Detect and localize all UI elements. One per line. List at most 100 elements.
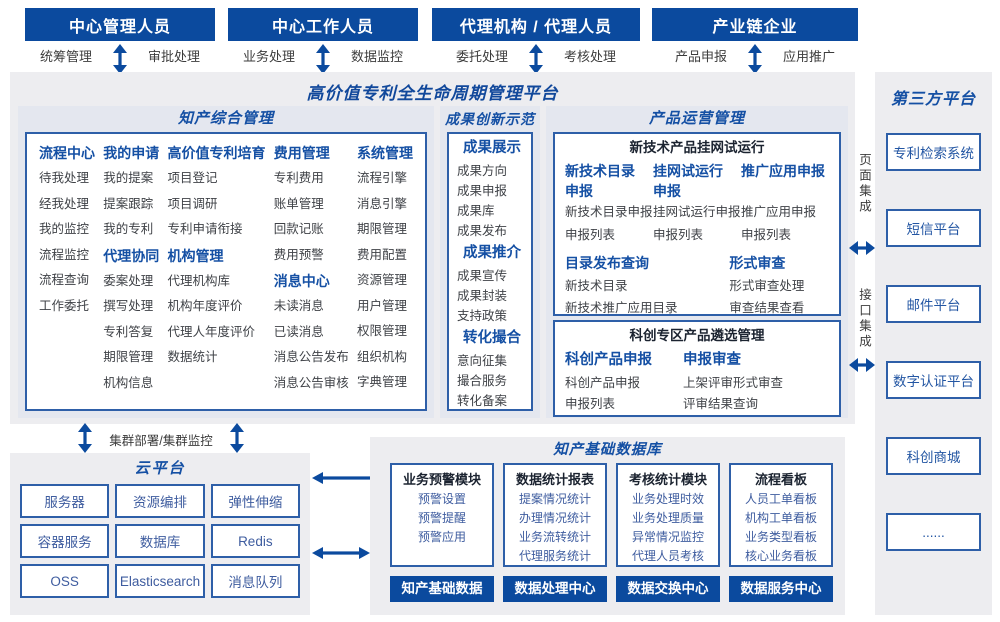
menu-item: 未读消息 xyxy=(273,299,324,313)
menu-item: 消息队列 xyxy=(210,564,300,598)
menu-item: 流程监控 xyxy=(39,247,90,262)
trial-column-new-tech-catalog: 新技术目录 申报 新技术目录申报申报列表 xyxy=(565,161,653,247)
ip-column-patent-cultivation: 高价值专利培育项目登记项目调研专利申请衔接机构管理代理机构库机构年度评价代理人年… xyxy=(167,140,265,409)
menu-item: 代理人年度评价 xyxy=(167,324,255,339)
menu-item: 新技术目录申报 xyxy=(565,205,653,219)
menu-item: 流程引擎 xyxy=(356,171,407,185)
achievement-box: 成果展示成果方向成果申报成果库成果发布成果推介成果宣传成果封装支持政策转化撮合意… xyxy=(447,132,533,411)
sections-row: 知产综合管理 流程中心待我处理经我处理我的监控流程监控流程查询工作委托 我的申请… xyxy=(18,106,848,418)
vertical-double-arrow-icon xyxy=(316,44,330,74)
menu-item: 成果封装 xyxy=(457,289,508,303)
group-header: 考核统计模块 xyxy=(628,472,707,487)
group-header: 科创产品申报 xyxy=(565,352,652,368)
menu-item: 代理服务统计 xyxy=(518,549,591,563)
menu-item: 科创产品申报 xyxy=(565,376,641,390)
menu-item: Elasticsearch xyxy=(115,564,205,598)
knowledge-base-row: 业务预警模块 预警设置预警提醒预警应用 知产基础数据 数据统计报表 提案情况统计… xyxy=(370,461,845,602)
trial-run-columns: 新技术目录 申报 新技术目录申报申报列表 挂网试运行 申报 挂网试运行申报申报列… xyxy=(555,159,839,247)
menu-item: 评审结果查询 xyxy=(682,397,758,411)
group-items: 推广应用申报申报列表 xyxy=(741,201,829,247)
menu-item: 消息公告审核 xyxy=(273,375,349,390)
vertical-double-arrow-icon xyxy=(230,423,244,453)
menu-item: 已读消息 xyxy=(273,324,324,339)
platform-title: 高价值专利全生命周期管理平台 xyxy=(306,84,559,103)
menu-item: 成果宣传 xyxy=(457,269,508,283)
kb-module-assessment: 考核统计模块 业务处理时效业务处理质量异常情况监控代理人员考核 数据交换中心 xyxy=(616,463,720,602)
third-party-list: 专利检索系统短信平台邮件平台数字认证平台科创商城...... xyxy=(875,111,992,551)
menu-item: 申报列表 xyxy=(565,397,616,411)
section-ip-management: 知产综合管理 流程中心待我处理经我处理我的监控流程监控流程查询工作委托 我的申请… xyxy=(18,106,434,418)
vertical-double-arrow-icon xyxy=(78,423,92,453)
menu-item: 数据库 xyxy=(115,524,205,558)
menu-item: 提案情况统计 xyxy=(518,492,591,506)
menu-item: 申报列表 xyxy=(565,228,616,242)
menu-item: 费用预警 xyxy=(273,247,324,262)
menu-item: Redis xyxy=(210,524,300,558)
kb-box: 考核统计模块 业务处理时效业务处理质量异常情况监控代理人员考核 xyxy=(616,463,720,567)
trial-run-title: 新技术产品挂网试运行 xyxy=(629,140,765,155)
menu-item: 资源编排 xyxy=(115,484,205,518)
menu-item: 代理机构库 xyxy=(167,273,230,288)
menu-item: 机构信息 xyxy=(103,375,154,390)
menu-item: 经我处理 xyxy=(39,196,90,211)
menu-item: 撰写处理 xyxy=(103,299,154,313)
ip-column-process-center: 流程中心待我处理经我处理我的监控流程监控流程查询工作委托 xyxy=(39,140,95,409)
menu-item: 成果库 xyxy=(457,204,495,218)
ip-column-system-management: 系统管理流程引擎消息引擎期限管理费用配置资源管理用户管理权限管理组织机构字典管理 xyxy=(357,140,413,409)
kb-module-warning: 业务预警模块 预警设置预警提醒预警应用 知产基础数据 xyxy=(390,463,494,602)
knowledge-base-title: 知产基础数据库 xyxy=(553,442,662,458)
menu-item: 期限管理 xyxy=(356,222,407,236)
menu-item: 转化备案 xyxy=(457,394,508,408)
horizontal-double-arrow-icon xyxy=(312,547,370,559)
kb-module-kanban: 流程看板 人员工单看板机构工单看板业务类型看板核心业务看板 数据服务中心 xyxy=(729,463,833,602)
formal-review-group: 形式审查 形式审查处理审查结果查看 xyxy=(729,251,829,363)
knowledge-base: 知产基础数据库 业务预警模块 预警设置预警提醒预警应用 知产基础数据 数据统计报… xyxy=(370,437,845,615)
group-items: 提案情况统计办理情况统计业务流转统计代理服务统计 xyxy=(505,490,605,566)
third-party-title: 第三方平台 xyxy=(890,91,976,108)
cluster-label: 集群部署/集群监控 xyxy=(109,434,213,448)
selection-title: 科创专区产品遴选管理 xyxy=(629,328,765,343)
role-labels-4: 产品申报 应用推广 xyxy=(652,47,858,64)
menu-item: 弹性伸缩 xyxy=(210,484,300,518)
horizontal-double-arrow-icon xyxy=(849,241,875,255)
group-items: 新技术目录申报申报列表 xyxy=(565,201,653,247)
group-items: 形式审查处理审查结果查看 xyxy=(729,275,829,319)
group-header: 挂网试运行 申报 xyxy=(653,163,723,199)
menu-item: 业务类型看板 xyxy=(744,530,817,544)
kb-box: 业务预警模块 预警设置预警提醒预警应用 xyxy=(390,463,494,567)
menu-item: 业务处理质量 xyxy=(631,511,704,525)
section-achievement: 成果创新示范 成果展示成果方向成果申报成果库成果发布成果推介成果宣传成果封装支持… xyxy=(440,106,540,418)
trial-column-online-trial: 挂网试运行 申报 挂网试运行申报申报列表 xyxy=(653,161,741,247)
menu-item: 数据统计 xyxy=(167,350,218,364)
role-label: 委托处理 xyxy=(455,48,508,64)
role-label: 产品申报 xyxy=(674,48,727,64)
menu-item: 预警提醒 xyxy=(417,511,466,525)
group-header: 转化撮合 xyxy=(463,330,521,346)
kb-footer-basic-data: 知产基础数据 xyxy=(390,576,494,602)
group-items: 挂网试运行申报申报列表 xyxy=(653,201,741,247)
role-bar-center-manager: 中心管理人员 xyxy=(25,8,215,41)
menu-item: 邮件平台 xyxy=(886,285,981,323)
group-header: 成果推介 xyxy=(463,245,521,261)
group-header: 成果展示 xyxy=(463,140,521,156)
role-label: 考核处理 xyxy=(564,48,617,64)
trial-run-box: 新技术产品挂网试运行 新技术目录 申报 新技术目录申报申报列表 挂网试运行 申报… xyxy=(553,132,841,359)
section-title: 成果创新示范 xyxy=(445,111,535,127)
group-items: 科创产品申报申报列表 xyxy=(565,373,683,415)
menu-item: 新技术目录 xyxy=(565,279,628,293)
menu-item: 专利答复 xyxy=(103,324,154,339)
menu-item: 我的提案 xyxy=(103,171,154,185)
left-arrow-icon xyxy=(312,472,373,484)
menu-item: 工作委托 xyxy=(39,298,90,313)
group-header: 消息中心 xyxy=(273,273,330,289)
section-title: 知产综合管理 xyxy=(177,110,274,127)
group-header: 新技术目录 申报 xyxy=(565,163,635,199)
ip-management-box: 流程中心待我处理经我处理我的监控流程监控流程查询工作委托 我的申请我的提案提案跟… xyxy=(25,132,427,411)
group-items: 预警设置预警提醒预警应用 xyxy=(392,490,492,547)
section-title: 产品运营管理 xyxy=(648,110,745,127)
platform-container: 高价值专利全生命周期管理平台 知产综合管理 流程中心待我处理经我处理我的监控流程… xyxy=(10,72,855,424)
menu-item: OSS xyxy=(20,564,110,598)
group-header: 机构管理 xyxy=(167,247,224,264)
menu-item: 我的专利 xyxy=(103,222,154,236)
group-items: 业务处理时效业务处理质量异常情况监控代理人员考核 xyxy=(618,490,718,566)
